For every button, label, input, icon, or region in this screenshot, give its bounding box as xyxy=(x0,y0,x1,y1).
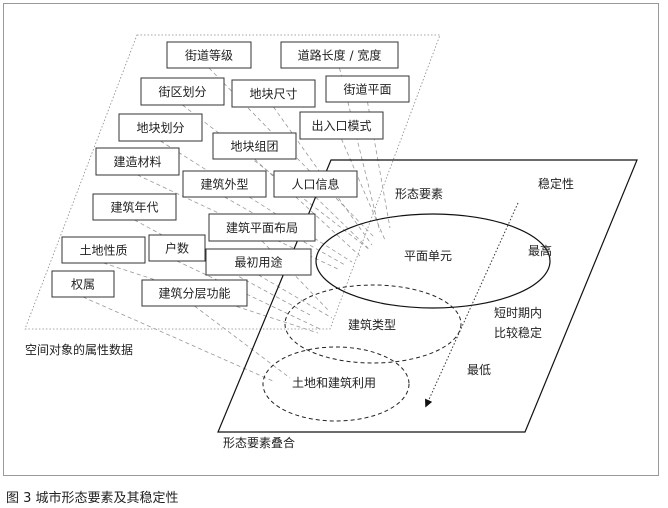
attribute-link xyxy=(254,158,361,257)
attribute-box xyxy=(92,193,177,221)
attribute-link xyxy=(194,305,291,379)
attribute-box xyxy=(280,41,399,69)
attribute-box xyxy=(140,77,225,106)
attribute-link xyxy=(258,274,333,319)
attribute-box xyxy=(51,270,115,298)
attribute-box xyxy=(212,132,297,160)
attribute-box-label: 地块组团 xyxy=(230,140,278,154)
form-elements-label: 形态要素 xyxy=(395,187,443,201)
stability-mid-2: 比较稳定 xyxy=(494,325,542,340)
overlay-plane xyxy=(217,159,638,433)
attribute-box-label: 土地性质 xyxy=(79,244,127,258)
attribute-box-label: 权属 xyxy=(71,278,95,292)
attribute-box-label: 地块划分 xyxy=(136,121,184,135)
attribute-box xyxy=(208,213,316,242)
stability-arrow xyxy=(424,202,519,408)
figure-frame xyxy=(3,3,659,476)
attribute-box-label: 道路长度 / 宽度 xyxy=(298,48,382,63)
plan-unit-ellipse xyxy=(315,213,551,309)
attribute-box xyxy=(141,279,248,307)
land-use-label: 土地和建筑利用 xyxy=(292,375,376,390)
building-type-label: 建筑类型 xyxy=(348,317,396,332)
attribute-box xyxy=(205,248,312,276)
attribute-box-label: 建筑年代 xyxy=(110,200,158,215)
attribute-link xyxy=(315,196,369,249)
stability-mid-1: 短时期内 xyxy=(494,306,542,320)
attribute-link xyxy=(176,260,323,331)
attribute-box-label: 街道等级 xyxy=(185,49,233,63)
attribute-box-label: 地块尺寸 xyxy=(249,87,297,101)
attribute-link xyxy=(160,140,353,263)
attribute-box xyxy=(325,75,410,103)
attribute-box xyxy=(95,147,180,176)
attribute-box xyxy=(61,236,146,264)
land-use-ellipse xyxy=(262,346,410,422)
stability-highest: 最高 xyxy=(528,243,552,258)
stability-lowest: 最低 xyxy=(467,363,491,377)
attribute-links xyxy=(82,67,391,383)
stability-label: 稳定性 xyxy=(538,176,574,191)
attribute-box-label: 出入口模式 xyxy=(311,119,371,133)
attribute-box xyxy=(148,234,206,262)
attribute-box xyxy=(273,170,358,198)
attribute-link xyxy=(182,104,371,251)
attribute-link xyxy=(341,138,386,241)
plan-unit-label: 平面单元 xyxy=(404,249,452,263)
building-type-ellipse xyxy=(284,284,462,364)
attribute-box-label: 最初用途 xyxy=(234,255,282,270)
attribute-box-label: 街道平面 xyxy=(343,83,391,97)
attribute-box xyxy=(231,79,316,108)
attribute-box xyxy=(118,113,203,142)
overlay-plane-label: 形态要素叠合 xyxy=(223,435,295,450)
attribute-box xyxy=(182,170,267,198)
attribute-box xyxy=(299,111,384,140)
attribute-link xyxy=(137,174,341,271)
attribute-box-label: 建筑分层功能 xyxy=(158,286,230,301)
attribute-box-label: 建筑外型 xyxy=(200,177,248,192)
attribute-box-label: 街区划分 xyxy=(158,85,206,99)
attribute-box-label: 户数 xyxy=(165,241,189,256)
attribute-plane xyxy=(24,34,441,330)
attribute-box xyxy=(166,41,252,69)
attribute-box-label: 建筑平面布局 xyxy=(226,220,298,235)
attribute-box-label: 人口信息 xyxy=(291,177,339,192)
attribute-box-label: 建造材料 xyxy=(113,155,161,169)
attribute-link xyxy=(224,196,346,266)
figure-caption: 图 3 城市形态要素及其稳定性 xyxy=(6,491,179,506)
attribute-link xyxy=(208,67,376,239)
attribute-plane-label: 空间对象的属性数据 xyxy=(25,342,133,357)
